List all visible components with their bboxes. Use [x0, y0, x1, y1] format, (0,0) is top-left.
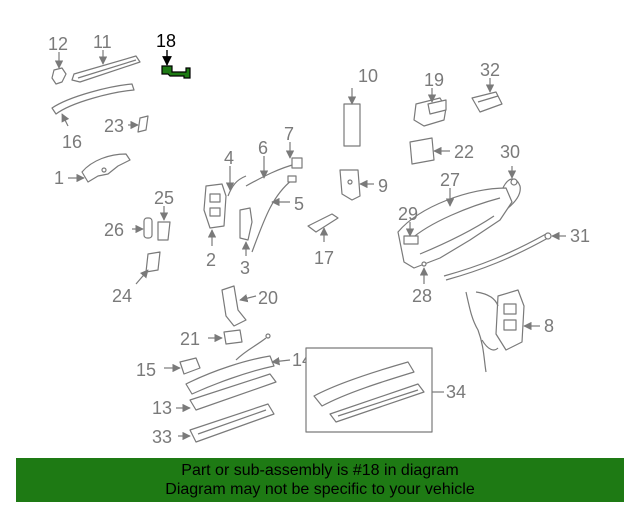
callout-2: 2 — [206, 250, 216, 270]
part-22-group[interactable]: 22 — [409, 137, 474, 165]
callout-23: 23 — [104, 116, 124, 136]
part-info-banner: Part or sub-assembly is #18 in diagram D… — [16, 458, 624, 502]
part-31-group[interactable]: 31 — [443, 226, 590, 281]
callout-32: 32 — [480, 60, 500, 80]
callout-16: 16 — [62, 132, 82, 152]
part-18-bracket[interactable] — [161, 65, 191, 79]
part-25-group[interactable]: 25 — [154, 188, 174, 241]
callout-17: 17 — [314, 248, 334, 268]
part-24-group[interactable]: 24 — [112, 251, 161, 306]
banner-line-1: Part or sub-assembly is #18 in diagram — [181, 462, 459, 479]
part-1-group[interactable]: 1 — [54, 153, 131, 188]
callout-28: 28 — [412, 286, 432, 306]
part-21-group[interactable]: 21 — [180, 329, 243, 349]
part-6-group[interactable]: 6 — [245, 138, 303, 187]
part-28-group[interactable]: 28 — [412, 267, 432, 306]
part-17-group[interactable]: 17 — [307, 213, 339, 268]
callout-27: 27 — [440, 170, 460, 190]
part-11-group[interactable]: 11 — [71, 32, 141, 83]
callout-30: 30 — [500, 142, 520, 162]
callout-29: 29 — [398, 204, 418, 224]
part-8-group[interactable]: 8 — [465, 289, 554, 373]
callout-3: 3 — [240, 258, 250, 278]
part-10-group[interactable]: 10 — [343, 66, 378, 147]
callout-15: 15 — [136, 360, 156, 380]
part-16-group[interactable]: 16 — [51, 83, 135, 152]
part-14-group[interactable]: 14 — [185, 333, 312, 395]
callout-7: 7 — [284, 124, 294, 144]
part-4-group[interactable]: 4 — [224, 148, 247, 197]
callout-8: 8 — [544, 316, 554, 336]
callout-11: 11 — [93, 32, 112, 52]
callout-4: 4 — [224, 148, 234, 168]
part-20-group[interactable]: 20 — [221, 285, 278, 327]
part-34-group[interactable]: 34 — [305, 347, 466, 433]
part-18-group[interactable]: 18 — [156, 31, 191, 79]
part-32-group[interactable]: 32 — [471, 60, 503, 113]
part-7-group[interactable]: 7 — [284, 124, 295, 159]
callout-31: 31 — [570, 226, 590, 246]
part-12-group[interactable]: 12 — [48, 34, 68, 85]
callout-21: 21 — [180, 329, 200, 349]
part-9-group[interactable]: 9 — [339, 169, 388, 201]
callout-22: 22 — [454, 142, 474, 162]
part-3-group[interactable]: 3 — [239, 207, 253, 278]
part-23-group[interactable]: 23 — [104, 115, 149, 136]
callout-12: 12 — [48, 34, 68, 54]
part-33-group[interactable]: 33 — [152, 403, 275, 447]
banner-line-2: Diagram may not be specific to your vehi… — [165, 481, 475, 498]
part-13-group[interactable]: 13 — [152, 373, 277, 418]
part-30-group[interactable]: 30 — [499, 142, 521, 215]
callout-1: 1 — [54, 168, 64, 188]
part-15-group[interactable]: 15 — [136, 357, 201, 380]
part-5-group[interactable]: 5 — [251, 175, 304, 253]
callout-19: 19 — [424, 70, 444, 90]
callout-26: 26 — [104, 220, 124, 240]
part-19-group[interactable]: 19 — [413, 70, 447, 127]
callout-24: 24 — [112, 286, 132, 306]
part-29-group[interactable]: 29 — [398, 204, 418, 237]
callout-18: 18 — [156, 31, 176, 51]
part-26-group[interactable]: 26 — [104, 217, 153, 240]
callout-25: 25 — [154, 188, 174, 208]
callout-34: 34 — [446, 382, 466, 402]
part-2-group[interactable]: 2 — [203, 183, 227, 270]
callout-33: 33 — [152, 427, 172, 447]
callout-5: 5 — [294, 194, 304, 214]
callout-20: 20 — [258, 288, 278, 308]
callout-9: 9 — [378, 176, 388, 196]
callout-10: 10 — [358, 66, 378, 86]
callout-6: 6 — [258, 138, 268, 158]
parts-diagram: 12 11 18 16 23 1 25 26 — [48, 31, 590, 447]
callout-13: 13 — [152, 398, 172, 418]
